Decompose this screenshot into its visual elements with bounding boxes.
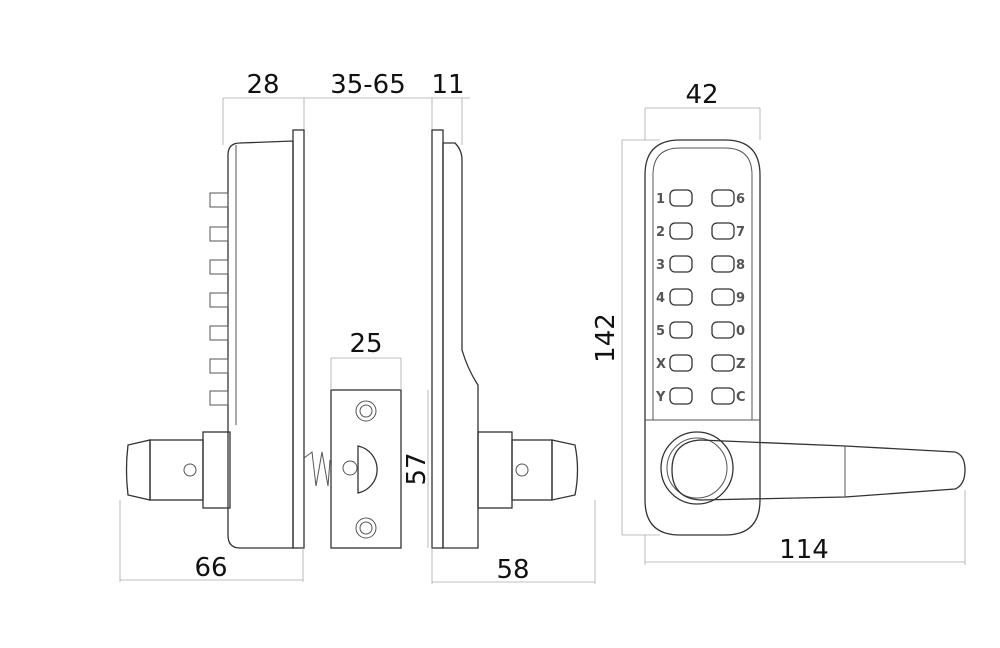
inner-plate (431, 129, 444, 549)
dim-front-height: 142 (591, 313, 621, 363)
outer-body (227, 140, 294, 549)
svg-text:3: 3 (656, 258, 665, 273)
lever-rose (660, 431, 734, 505)
svg-text:6: 6 (736, 192, 745, 207)
key[interactable]: 7 (711, 222, 745, 240)
lever-handle[interactable] (671, 439, 966, 501)
dim-door-thickness: 35-65 (330, 70, 406, 100)
key[interactable]: Z (711, 354, 745, 372)
svg-text:5: 5 (656, 324, 665, 339)
key[interactable]: 4 (656, 288, 693, 306)
key[interactable]: 2 (656, 222, 693, 240)
dim-outer-body-depth: 28 (246, 70, 279, 100)
dim-front-width: 42 (685, 80, 718, 110)
inner-knob-body (511, 439, 553, 501)
dim-outer-knob-projection: 66 (194, 553, 227, 583)
svg-text:9: 9 (736, 291, 745, 306)
dim-inner-plate-depth: 11 (431, 70, 464, 100)
svg-text:1: 1 (656, 192, 665, 207)
keypad: 1 2 3 4 5 X Y 6 7 8 9 0 Z C (655, 189, 746, 405)
svg-text:Z: Z (736, 357, 745, 372)
dim-lever-length: 114 (779, 535, 829, 565)
svg-text:X: X (656, 357, 666, 372)
key[interactable]: Y (655, 387, 693, 405)
key[interactable]: 6 (711, 189, 745, 207)
key[interactable]: C (711, 387, 746, 405)
spring (303, 451, 331, 487)
key[interactable]: 5 (656, 321, 693, 339)
key[interactable]: 9 (711, 288, 745, 306)
dim-latch-height: 57 (402, 452, 432, 485)
outer-knob-body (149, 439, 204, 501)
svg-text:C: C (736, 390, 746, 405)
side-buttons (209, 192, 229, 406)
key[interactable]: 8 (711, 255, 745, 273)
front-escutcheon (644, 139, 761, 536)
svg-text:0: 0 (736, 324, 745, 339)
svg-text:7: 7 (736, 225, 745, 240)
svg-text:8: 8 (736, 258, 745, 273)
svg-text:4: 4 (656, 291, 665, 306)
front-view: 42 142 1 2 3 4 5 X Y 6 7 8 9 0 Z C (591, 80, 966, 565)
svg-text:2: 2 (656, 225, 665, 240)
key[interactable]: 1 (656, 189, 693, 207)
outer-plate (292, 129, 305, 549)
inner-knob-cap (551, 439, 579, 501)
svg-text:Y: Y (655, 390, 666, 405)
dim-inner-knob-projection: 58 (496, 555, 529, 585)
latch-faceplate (330, 389, 402, 549)
inner-body (442, 142, 479, 549)
latch-bolt (357, 445, 378, 494)
key[interactable]: 3 (656, 255, 693, 273)
dim-latch-width: 25 (349, 329, 382, 359)
key[interactable]: X (656, 354, 693, 372)
outer-knob-cap (125, 439, 151, 501)
key[interactable]: 0 (711, 321, 745, 339)
side-view: 28 35-65 11 66 (119, 70, 596, 585)
